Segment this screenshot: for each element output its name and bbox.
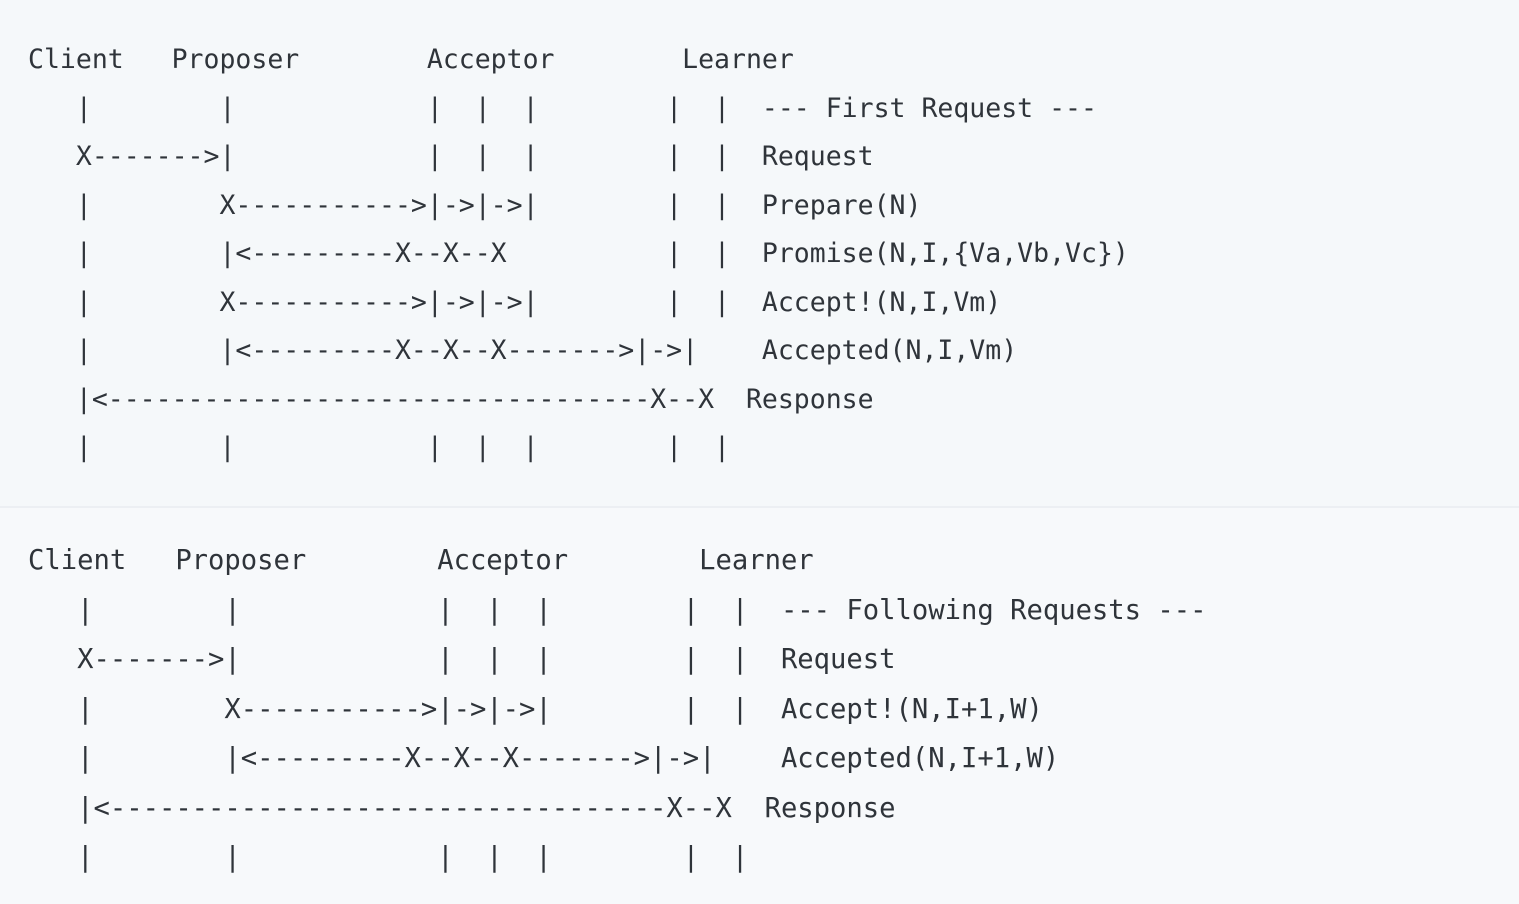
ascii-art-first-request: Client Proposer Acceptor Learner | | | |… <box>28 44 1129 463</box>
panel-following-requests: Client Proposer Acceptor Learner | | | |… <box>0 506 1519 904</box>
panel-divider <box>0 506 1519 508</box>
ascii-art-following-requests: Client Proposer Acceptor Learner | | | |… <box>28 545 1207 873</box>
panel-first-request: Client Proposer Acceptor Learner | | | |… <box>28 44 1129 463</box>
